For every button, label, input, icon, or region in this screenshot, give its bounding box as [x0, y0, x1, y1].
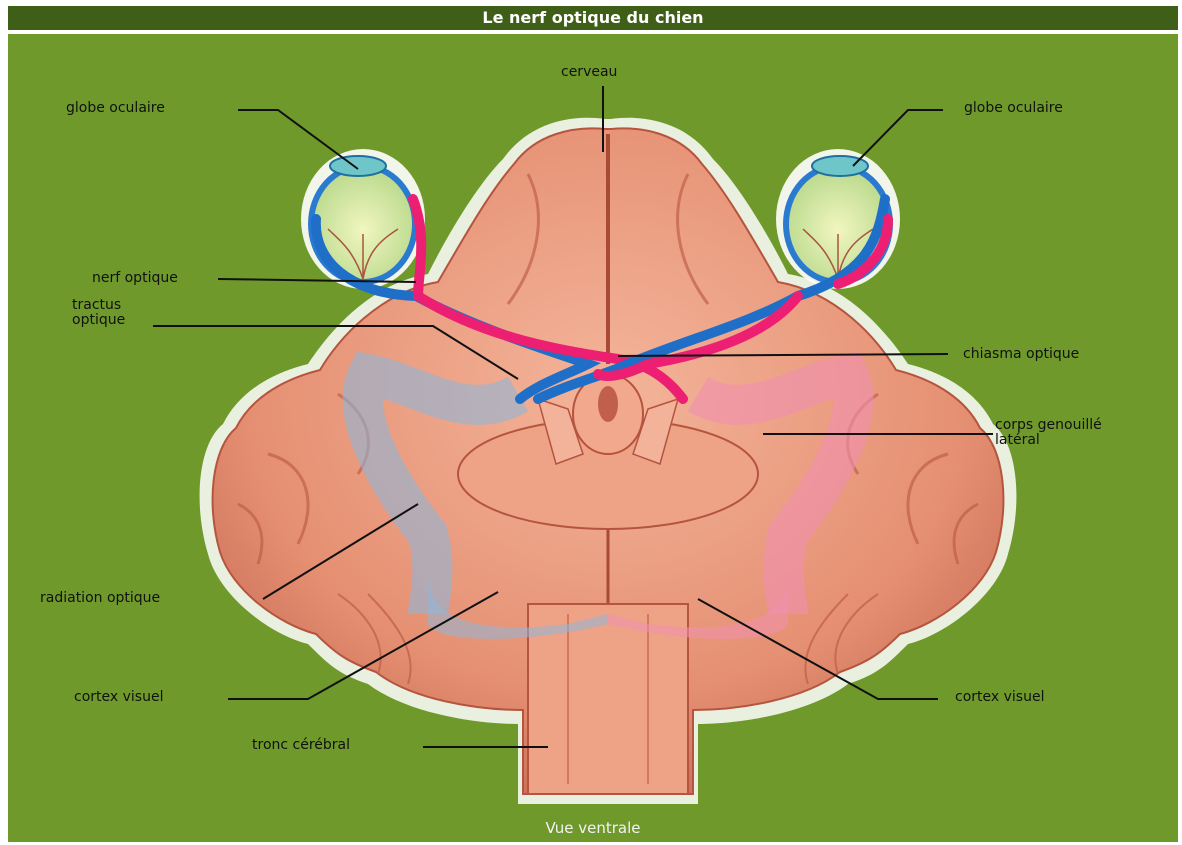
label-chiasma-optique: chiasma optique — [963, 346, 1079, 362]
view-caption: Vue ventrale — [8, 819, 1178, 837]
label-globe-oculaire-left: globe oculaire — [66, 100, 165, 116]
label-cortex-visuel-right: cortex visuel — [955, 689, 1044, 705]
label-tractus-line2: optique — [72, 312, 125, 328]
diagram-panel: cerveau globe oculaire globe oculaire ne… — [8, 34, 1178, 842]
label-corps-line2: latéral — [995, 432, 1040, 448]
label-corps-line1: corps genouillé — [995, 417, 1102, 433]
label-tractus-optique: tractus optique — [72, 298, 125, 328]
label-cortex-visuel-left: cortex visuel — [74, 689, 163, 705]
label-tronc-cerebral: tronc cérébral — [252, 737, 350, 753]
label-nerf-optique: nerf optique — [92, 270, 178, 286]
label-tractus-line1: tractus — [72, 297, 121, 313]
label-corps-genouille: corps genouillé latéral — [995, 418, 1102, 448]
label-radiation-optique: radiation optique — [40, 590, 160, 606]
diagram-title: Le nerf optique du chien — [8, 6, 1178, 30]
label-cerveau: cerveau — [561, 64, 617, 80]
label-globe-oculaire-right: globe oculaire — [964, 100, 1063, 116]
